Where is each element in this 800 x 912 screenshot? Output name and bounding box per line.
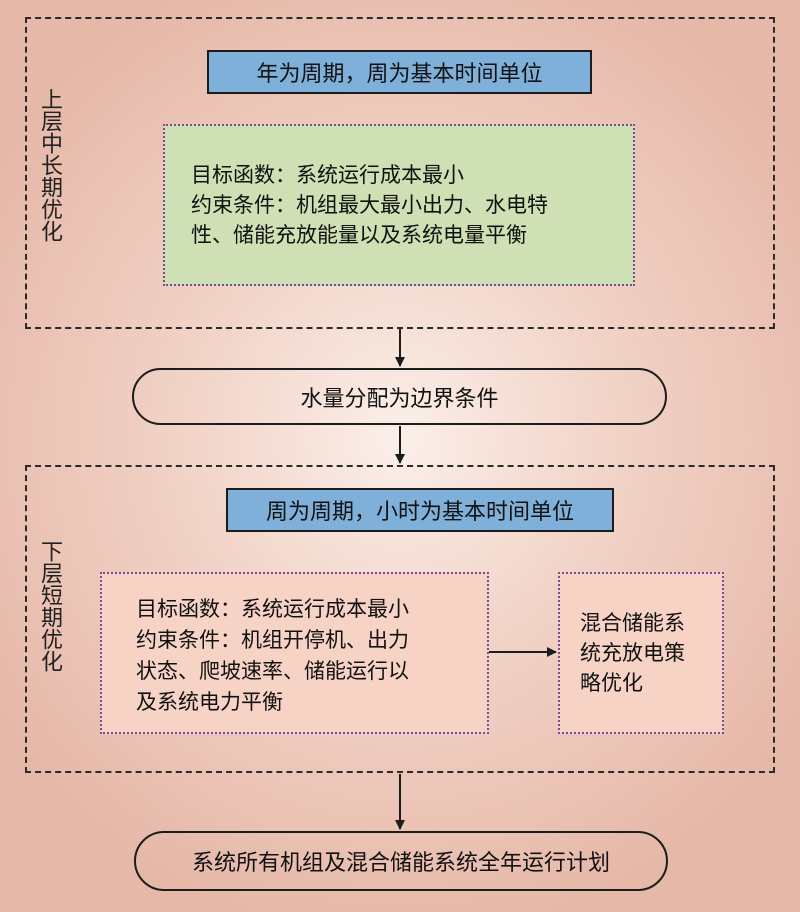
upper-constraint-line: 约束条件：机组最大最小出力、水电特 bbox=[191, 193, 548, 217]
upper-optimization-region bbox=[25, 17, 775, 329]
lower-constraint-line-end: 及系统电力平衡 bbox=[136, 690, 283, 714]
storage-strategy-line: 混合储能系 bbox=[580, 611, 685, 635]
lower-constraint-line-cont: 状态、爬坡速率、储能运行以 bbox=[136, 659, 409, 683]
lower-optimization-region bbox=[25, 465, 775, 773]
storage-strategy-box: 混合储能系 统充放电策 略优化 bbox=[558, 572, 724, 734]
lower-constraint-line: 约束条件：机组开停机、出力 bbox=[136, 628, 409, 652]
lower-objective-line: 目标函数：系统运行成本最小 bbox=[136, 597, 409, 621]
lower-objective-box: 目标函数：系统运行成本最小 约束条件：机组开停机、出力 状态、爬坡速率、储能运行… bbox=[100, 572, 489, 734]
upper-objective-box: 目标函数：系统运行成本最小 约束条件：机组最大最小出力、水电特 性、储能充放能量… bbox=[163, 124, 635, 286]
lower-period-header: 周为周期，小时为基本时间单位 bbox=[226, 488, 614, 532]
annual-plan-pill: 系统所有机组及混合储能系统全年运行计划 bbox=[134, 831, 668, 891]
upper-side-label: 上层中长期优化 bbox=[37, 88, 62, 242]
storage-strategy-line-2: 统充放电策 bbox=[580, 641, 685, 665]
upper-constraint-line-cont: 性、储能充放能量以及系统电量平衡 bbox=[191, 223, 527, 247]
boundary-condition-pill: 水量分配为边界条件 bbox=[132, 368, 667, 425]
lower-side-label: 下层短期优化 bbox=[37, 540, 62, 672]
upper-period-header: 年为周期，周为基本时间单位 bbox=[207, 50, 592, 94]
storage-strategy-line-3: 略优化 bbox=[580, 671, 643, 695]
upper-objective-line: 目标函数：系统运行成本最小 bbox=[191, 163, 464, 187]
